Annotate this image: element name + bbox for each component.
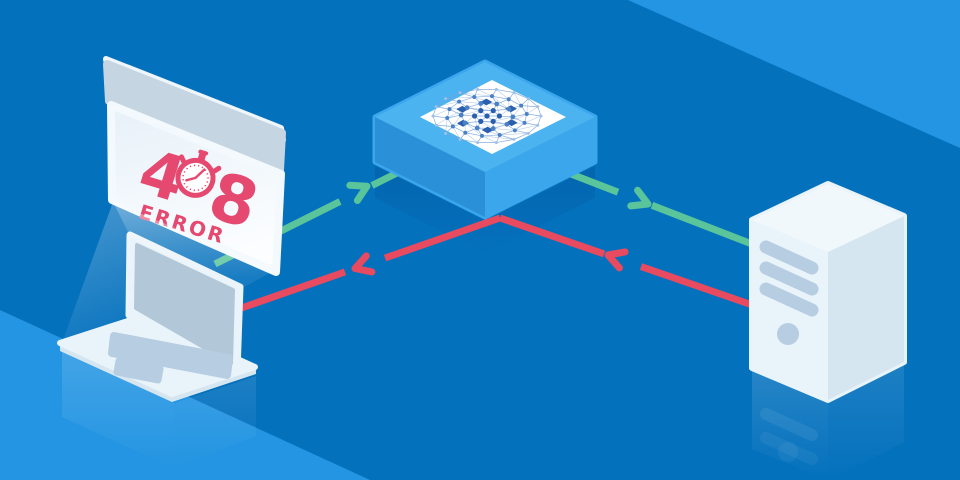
background-highlight-top-right	[628, 0, 960, 148]
request-arrowhead-left	[346, 181, 371, 204]
node-reflection	[375, 166, 595, 253]
laptop	[57, 231, 258, 402]
response-path	[228, 214, 760, 316]
request-arrowhead-right	[627, 186, 652, 210]
server-right-face	[828, 216, 904, 400]
network-node	[372, 59, 598, 220]
network-mesh-graphic	[431, 87, 543, 145]
error-panel: 4 8 ERROR	[103, 56, 286, 276]
node-front-face	[485, 117, 595, 217]
laptop-base-side	[60, 343, 256, 402]
server-top-face	[752, 184, 904, 252]
response-line-right2	[498, 214, 606, 258]
server-vent-slat-3	[759, 282, 819, 317]
node-left-face	[375, 117, 485, 217]
laptop-trackpad	[113, 357, 164, 384]
server-vent-slat-1	[759, 240, 819, 275]
stopwatch-icon	[175, 149, 222, 198]
server-power-button	[777, 323, 799, 345]
response-line-left2	[228, 268, 347, 316]
server-vent-slat-2	[759, 261, 819, 296]
request-line-right2	[650, 202, 759, 250]
response-line-left	[383, 214, 502, 262]
response-arrowhead-left	[351, 252, 376, 276]
server-tower	[749, 181, 907, 403]
response-arrowhead-right	[604, 248, 629, 272]
node-inlay	[420, 80, 566, 154]
laptop-reflection	[62, 352, 256, 468]
laptop-keyboard	[108, 332, 233, 379]
projection-beam	[62, 202, 276, 343]
response-line-right	[639, 263, 760, 311]
